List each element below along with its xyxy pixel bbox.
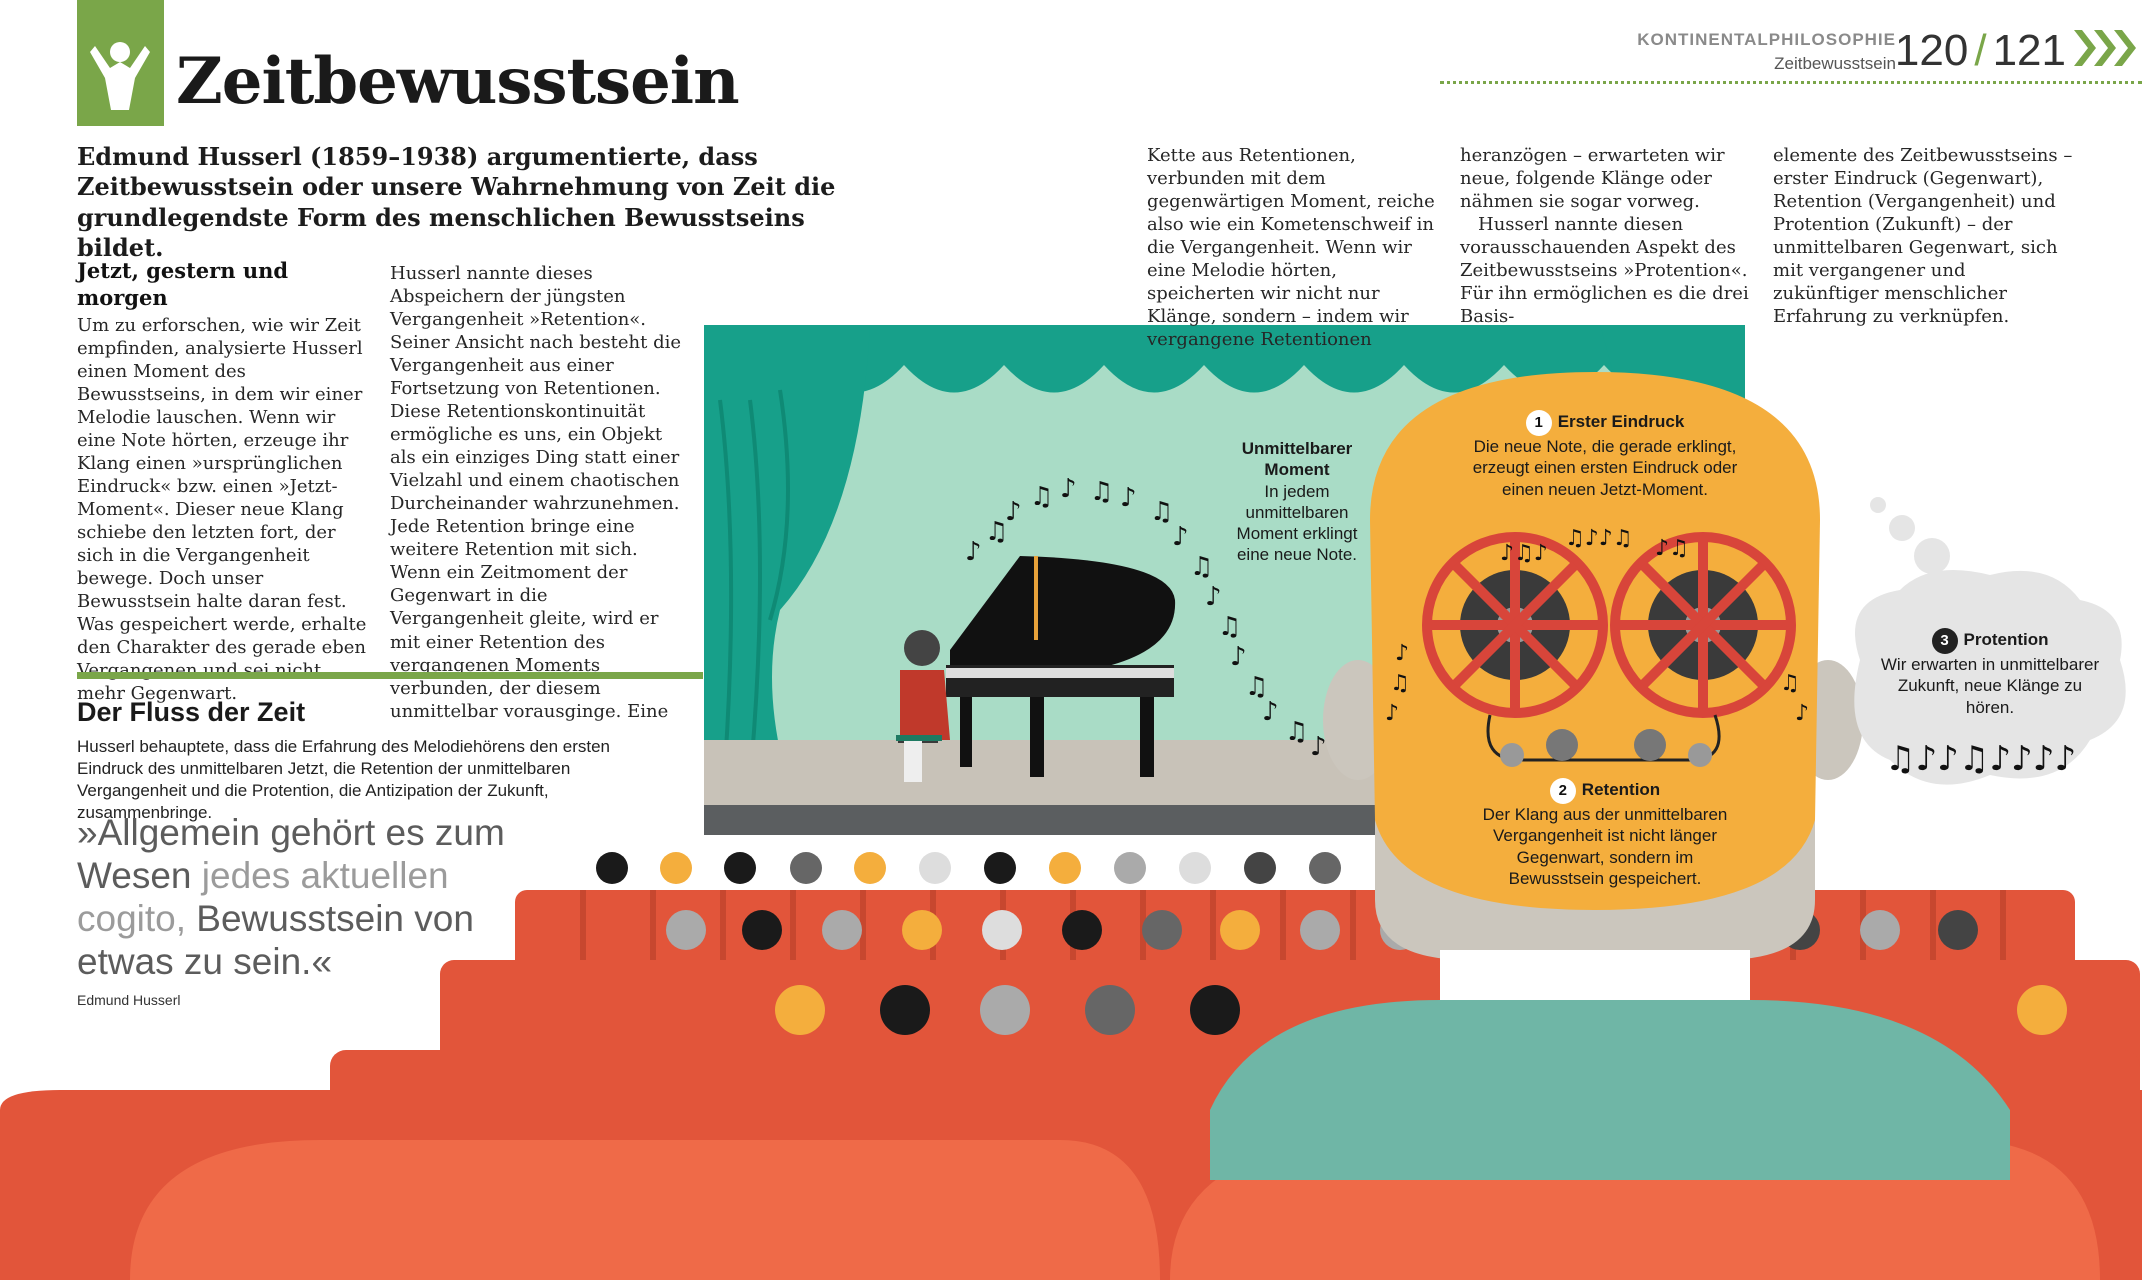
svg-text:♫: ♫: [1245, 672, 1268, 702]
svg-text:♪: ♪: [1230, 642, 1247, 672]
svg-text:♪: ♪: [1205, 582, 1222, 612]
annotation-moment: Unmittelbarer Moment In jedem unmittelba…: [1222, 438, 1372, 566]
philosopher-icon: [77, 0, 164, 126]
svg-text:♪: ♪: [1172, 522, 1189, 552]
annotation-protention: 3 Protention Wir erwarten in unmittelbare…: [1880, 628, 2100, 718]
body-column-2: Husserl nannte dieses Abspeichern der jü…: [390, 262, 685, 723]
page-separator: /: [1974, 26, 1987, 75]
pianist-figure: [896, 630, 950, 782]
svg-text:♪♫♪: ♪♫♪: [1500, 541, 1548, 566]
svg-text:♪: ♪: [1005, 497, 1022, 527]
quote-highlight: jedes aktuellen cogito,: [77, 854, 449, 939]
svg-text:♪: ♪: [965, 537, 982, 567]
svg-text:♫: ♫: [1285, 717, 1308, 747]
annotation-title: Protention: [1963, 630, 2049, 649]
column-heading: Jetzt, gestern und morgen: [77, 258, 289, 310]
quote-author: Edmund Husserl: [77, 992, 181, 1008]
page-number-right: 121: [1992, 26, 2066, 75]
annotation-text: In jedem unmittelbaren Moment erklingt e…: [1236, 481, 1358, 565]
listener-head: [1210, 372, 2010, 1180]
film-reel-icon: [1422, 532, 1796, 767]
column-text: Husserl nannte diesen vorausschauenden A…: [1460, 214, 1749, 328]
chevron-arrows-icon: [2074, 30, 2136, 66]
body-column-3: Kette aus Retentionen, verbunden mit dem…: [1147, 144, 1442, 351]
svg-text:♪: ♪: [1795, 701, 1809, 726]
svg-text:♪: ♪: [1310, 732, 1327, 762]
svg-text:♫♪♪♫: ♫♪♪♫: [1565, 526, 1633, 551]
intro-paragraph: Edmund Husserl (1859–1938) argumentierte…: [77, 142, 836, 263]
annotation-impression: 1 Erster Eindruck Die neue Note, die gera…: [1470, 410, 1740, 500]
svg-text:♪: ♪: [1395, 641, 1409, 666]
svg-text:♫: ♫: [1090, 477, 1113, 507]
body-column-5: elemente des Zeitbewusstseins – erster E…: [1773, 144, 2073, 328]
section-label: KONTINENTALPHILOSOPHIE: [1637, 30, 1896, 49]
page-title: Zeitbewusstsein: [176, 44, 740, 119]
annotation-retention: 2 Retention Der Klang aus der unmittelbar…: [1480, 778, 1730, 889]
header-dotted-rule: [1440, 81, 2142, 84]
annotation-text: Die neue Note, die gerade erklingt, erze…: [1472, 437, 1738, 499]
svg-text:♪: ♪: [1120, 483, 1137, 513]
subsection-label: Zeitbewusstsein: [1774, 54, 1896, 73]
svg-text:♫: ♫: [1150, 497, 1173, 527]
svg-text:♫: ♫: [1780, 671, 1800, 696]
step-number: 3: [1931, 628, 1958, 654]
body-column-1: Jetzt, gestern und morgen Um zu erforsch…: [77, 258, 372, 705]
section-divider: [77, 672, 703, 679]
step-number: 1: [1525, 410, 1552, 436]
page-numbers: 120/121: [1895, 26, 2066, 76]
page-number-left: 120: [1894, 26, 1969, 75]
svg-text:♪♫: ♪♫: [1655, 536, 1689, 561]
quote-text: Bewusstsein von etwas zu sein.«: [77, 897, 474, 982]
annotation-title: Erster Eindruck: [1557, 412, 1685, 431]
svg-text:♫: ♫: [985, 517, 1008, 547]
body-column-4: heranzögen – erwarteten wir neue, folgen…: [1460, 144, 1750, 328]
column-text: Kette aus Retentionen, verbunden mit dem…: [1147, 145, 1435, 351]
svg-text:♫: ♫: [1218, 612, 1241, 642]
svg-text:♫♪♪♫♪♪♪♪: ♫♪♪♫♪♪♪♪: [1885, 739, 2076, 779]
svg-text:♫: ♫: [1390, 671, 1410, 696]
svg-text:♪: ♪: [1060, 474, 1077, 504]
annotation-title: Unmittelbarer Moment: [1241, 439, 1353, 480]
thought-cloud: ♫♪♪♫♪♪♪♪: [1854, 497, 2126, 785]
column-text: Husserl nannte dieses Abspeichern der jü…: [390, 263, 682, 722]
svg-text:♫: ♫: [1190, 552, 1213, 582]
svg-text:♪: ♪: [1385, 701, 1399, 726]
svg-text:♪: ♪: [1262, 697, 1279, 727]
pull-quote: »Allgemein gehört es zum Wesen jedes akt…: [77, 812, 517, 984]
column-text: heranzögen – erwarteten wir neue, folgen…: [1460, 145, 1725, 213]
annotation-text: Wir erwarten in unmittelbarer Zukunft, n…: [1880, 655, 2100, 717]
annotation-text: Der Klang aus der unmittelbaren Vergange…: [1482, 805, 1728, 888]
section-heading: Der Fluss der Zeit: [77, 697, 306, 727]
running-header: KONTINENTALPHILOSOPHIE Zeitbewusstsein: [1637, 30, 1896, 74]
svg-text:♫: ♫: [1030, 482, 1053, 512]
piano-icon: [946, 556, 1176, 777]
column-text: Um zu erforschen, wie wir Zeit empfinden…: [77, 314, 367, 705]
quote-text: »Allgemein gehört es zum Wesen: [77, 812, 505, 896]
column-text: elemente des Zeitbewusstseins – erster E…: [1773, 145, 2073, 328]
section-text: Husserl behauptete, dass die Erfahrung d…: [77, 737, 611, 823]
step-number: 2: [1549, 778, 1576, 804]
annotation-title: Retention: [1581, 780, 1661, 799]
